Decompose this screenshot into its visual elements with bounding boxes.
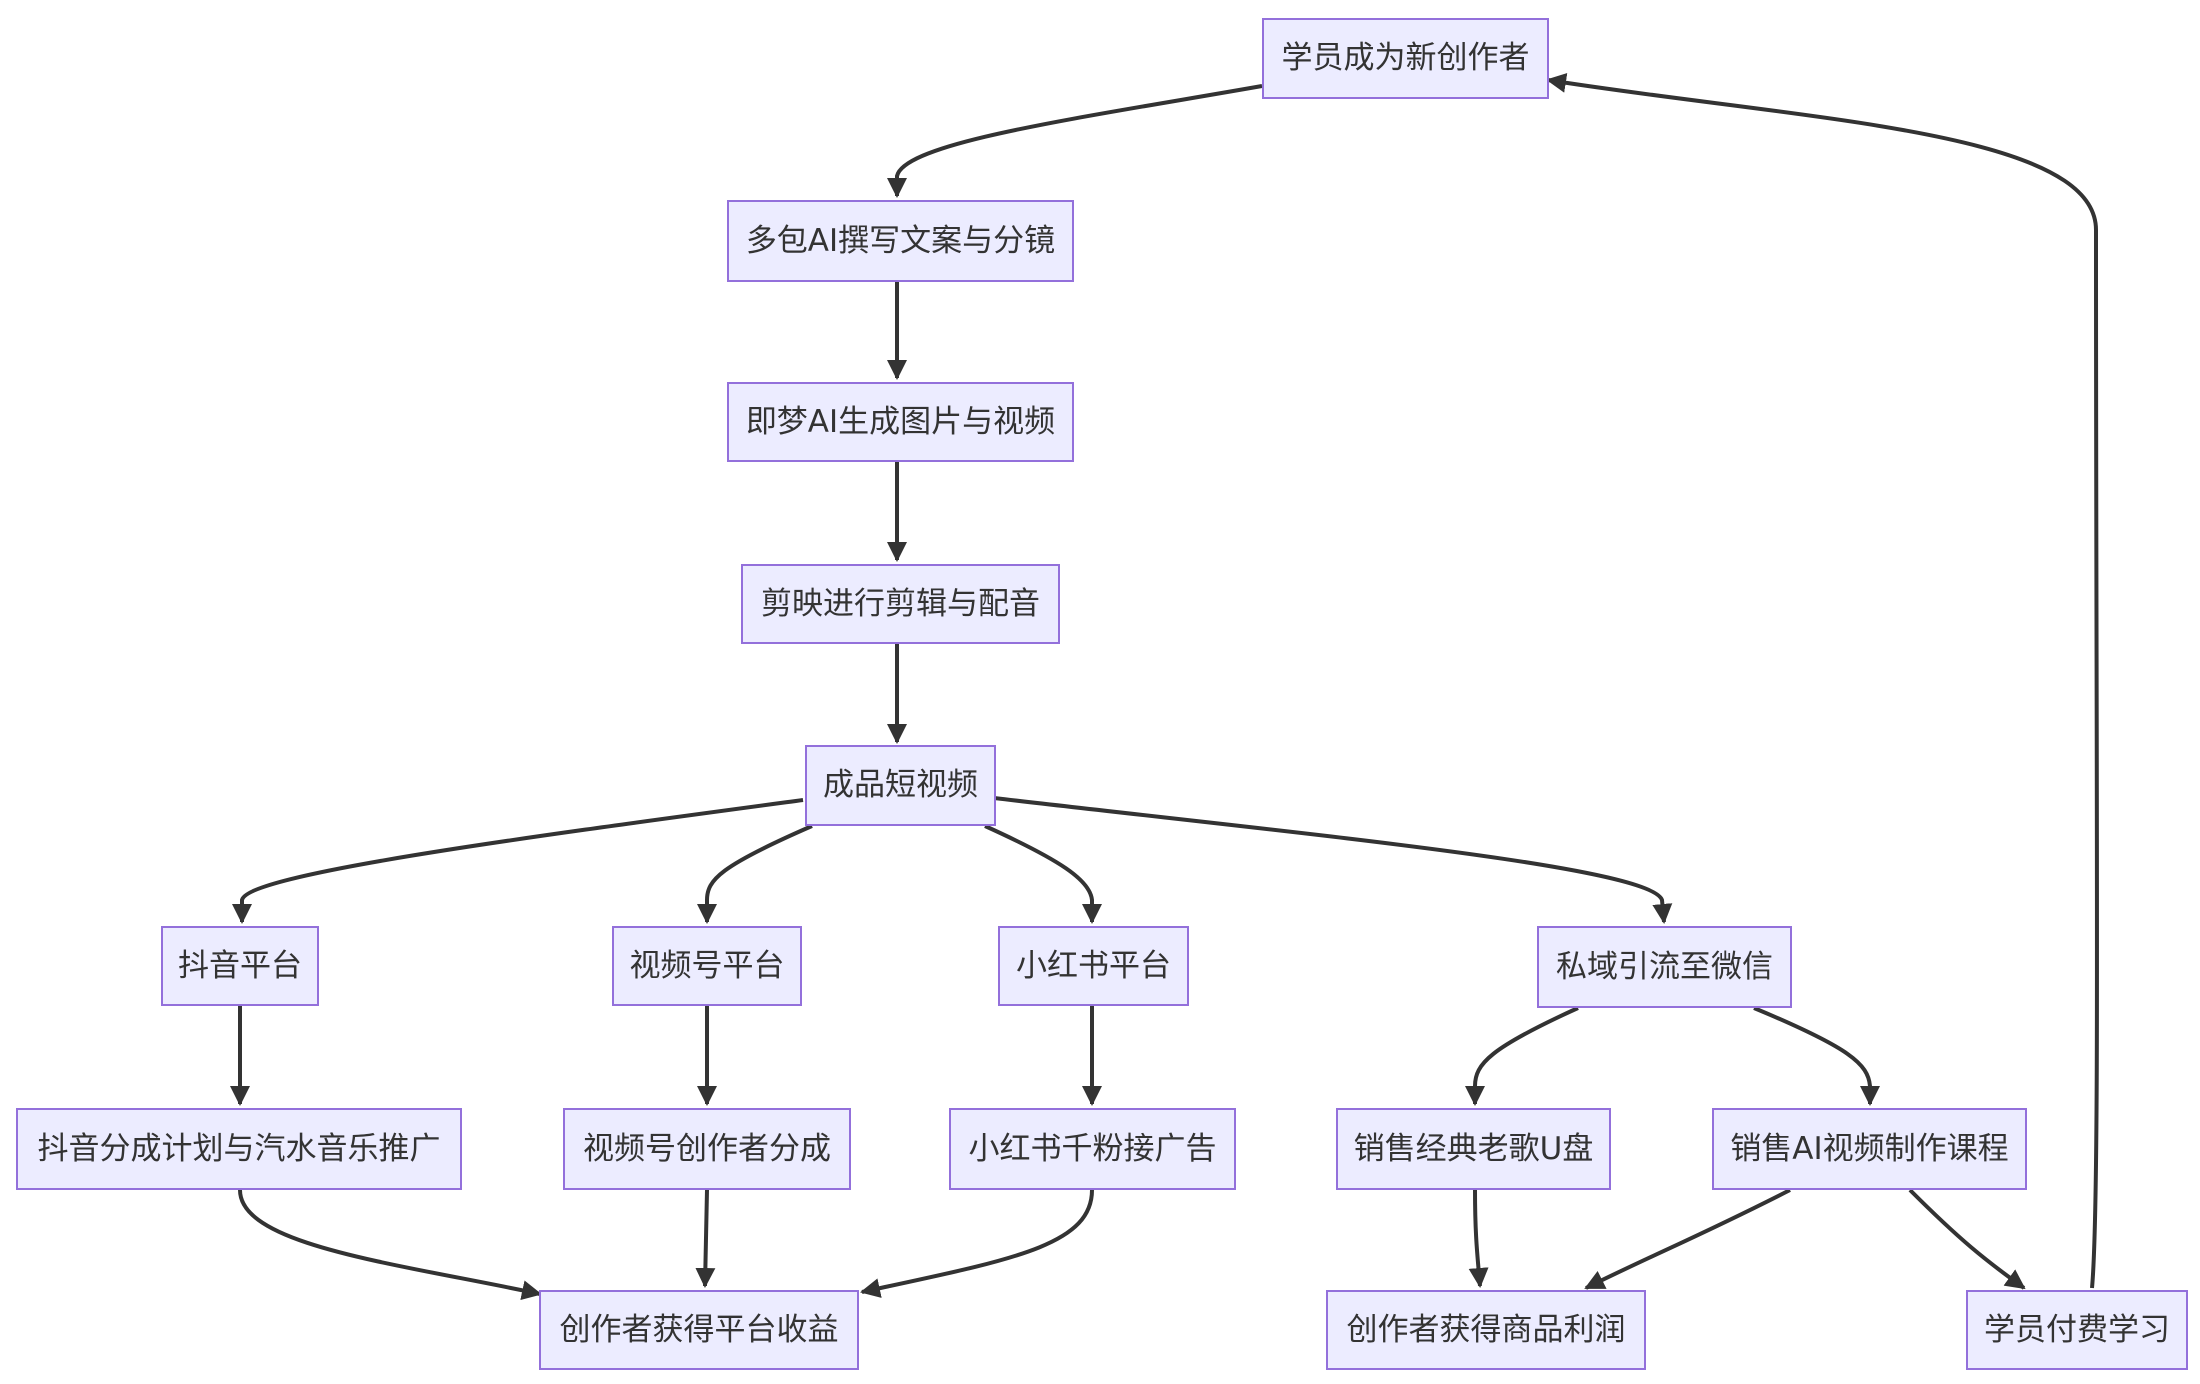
edge-student-pays-to-student-new-creator	[1546, 72, 2099, 1289]
node-sell-course: 销售AI视频制作课程	[1712, 1108, 2027, 1190]
node-student-pays: 学员付费学习	[1966, 1290, 2188, 1370]
edge-xhs-ads-to-platform-income	[860, 1189, 1094, 1298]
node-student-new-creator: 学员成为新创作者	[1262, 18, 1549, 99]
edge-sell-usb-to-product-profit	[1468, 1189, 1489, 1288]
node-jianying-edit: 剪映进行剪辑与配音	[741, 564, 1060, 644]
node-shipinhao: 视频号平台	[612, 926, 802, 1006]
edge-sell-course-to-product-profit	[1584, 1188, 1791, 1290]
edge-sell-course-to-student-pays	[1908, 1188, 2026, 1290]
node-douyin: 抖音平台	[161, 926, 319, 1006]
edge-private-wechat-to-sell-usb	[1465, 1006, 1579, 1106]
node-finished-video: 成品短视频	[805, 745, 996, 826]
edge-shipinhao-revenue-to-platform-income	[695, 1189, 716, 1288]
edge-private-wechat-to-sell-course	[1753, 1006, 1880, 1106]
node-douyin-revenue: 抖音分成计划与汽水音乐推广	[16, 1108, 462, 1190]
edge-finished-video-to-xiaohongshu	[984, 824, 1102, 924]
node-platform-income: 创作者获得平台收益	[539, 1290, 859, 1370]
node-xhs-ads: 小红书千粉接广告	[949, 1108, 1236, 1190]
node-shipinhao-revenue: 视频号创作者分成	[563, 1108, 851, 1190]
node-jimeng-generate: 即梦AI生成图片与视频	[727, 382, 1074, 462]
node-product-profit: 创作者获得商品利润	[1326, 1290, 1646, 1370]
node-doubao-copy: 多包AI撰写文案与分镜	[727, 200, 1074, 282]
node-sell-usb: 销售经典老歌U盘	[1336, 1108, 1611, 1190]
edge-student-new-creator-to-doubao-copy	[887, 84, 1263, 198]
edge-finished-video-to-private-wechat	[993, 796, 1673, 924]
edge-douyin-revenue-to-platform-income	[238, 1189, 542, 1301]
node-private-wechat: 私域引流至微信	[1537, 926, 1792, 1008]
edge-finished-video-to-douyin	[232, 798, 804, 924]
edge-finished-video-to-shipinhao	[697, 824, 813, 924]
node-xiaohongshu: 小红书平台	[998, 926, 1189, 1006]
